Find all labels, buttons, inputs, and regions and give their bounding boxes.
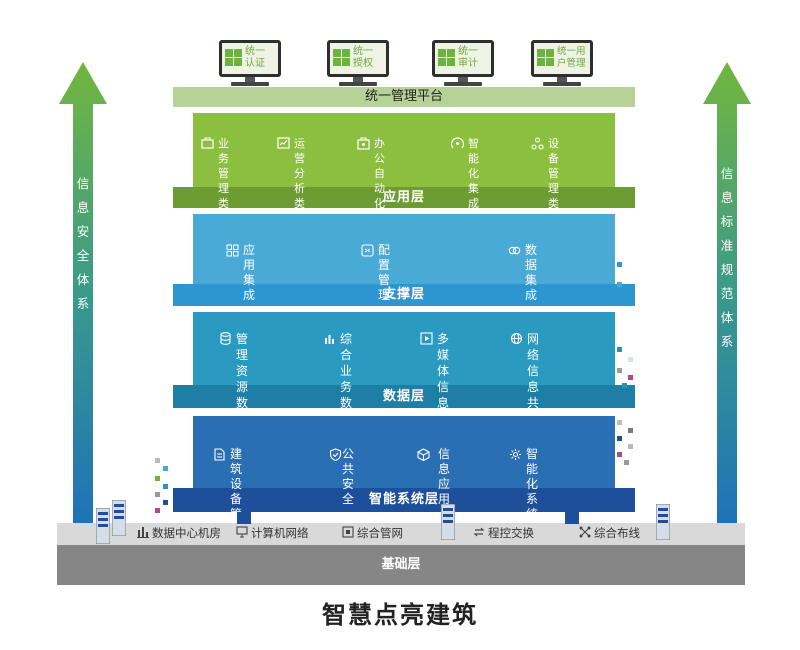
- database-icon: [220, 332, 231, 345]
- config-icon: [361, 244, 374, 257]
- server-icon: [96, 508, 110, 544]
- item-label: 综合布线: [594, 526, 640, 540]
- link-icon: [508, 246, 521, 255]
- apps-icon: [226, 244, 239, 257]
- cube-icon: [417, 448, 430, 461]
- item-label: 智能化系统: [526, 447, 539, 521]
- foundation-top-surface: [57, 523, 745, 545]
- connector-post: [565, 512, 579, 524]
- item-label: 应用集成: [243, 243, 256, 302]
- monitor-label: 统一 审计: [458, 46, 478, 69]
- device-icon: [531, 137, 544, 150]
- bar-chart-icon: [325, 335, 334, 344]
- smart-layer-block: [193, 416, 615, 488]
- server-icon: [656, 504, 670, 540]
- foundation-item-pipe-network: 综合管网: [342, 525, 403, 541]
- server-icon: [112, 500, 126, 536]
- item-label: 数据中心机房: [152, 526, 221, 540]
- monitor-label: 统一 认证: [245, 46, 265, 69]
- item-label: 公共安全: [342, 447, 355, 506]
- info-security-label: 信 息 安 全 体 系: [76, 176, 90, 311]
- foundation-item-network: 计算机网络: [236, 525, 309, 541]
- chart-icon: [277, 137, 290, 149]
- monitor-unified-auth: 统一 认证: [215, 40, 285, 88]
- document-icon: [214, 448, 225, 461]
- shield-icon: [329, 448, 342, 461]
- foundation-layer: 基础层: [57, 545, 745, 585]
- info-standard-label: 信 息 标 准 规 范 体 系: [720, 166, 734, 349]
- item-label: 信息应用: [438, 447, 451, 506]
- windows-icon: [537, 49, 554, 66]
- application-layer-bar: 应用层: [173, 187, 635, 208]
- data-layer-block: [193, 312, 615, 385]
- windows-icon: [438, 49, 455, 66]
- play-icon: [420, 332, 433, 345]
- unified-management-platform: 统一管理平台: [173, 87, 635, 107]
- up-arrow-icon: [703, 62, 751, 524]
- windows-icon: [333, 49, 350, 66]
- data-layer-bar: 数据层: [173, 385, 635, 408]
- item-label: 程控交换: [488, 526, 534, 540]
- support-layer-block: [193, 214, 615, 284]
- server-icon: [441, 504, 455, 540]
- monitor-label: 统一 授权: [353, 46, 373, 69]
- monitor-unified-user-management: 统一用 户管理: [527, 40, 597, 88]
- switch-icon: [473, 527, 485, 537]
- foundation-item-cabling: 综合布线: [579, 525, 640, 541]
- network-icon: [342, 526, 354, 538]
- smart-layer-bar: 智能系统层: [173, 488, 635, 512]
- cabling-icon: [579, 526, 591, 538]
- item-label: 综合管网: [357, 526, 403, 540]
- integration-icon: [451, 137, 464, 149]
- monitor-unified-authorization: 统一 授权: [323, 40, 393, 88]
- item-label: 配置管理: [378, 243, 391, 302]
- page-title: 智慧点亮建筑: [322, 601, 478, 629]
- monitor-label: 统一用 户管理: [557, 46, 586, 69]
- computer-icon: [236, 526, 248, 538]
- monitor-unified-audit: 统一 审计: [428, 40, 498, 88]
- item-label: 多媒体信息 数据库: [437, 332, 450, 458]
- item-label: 数据集成: [525, 243, 538, 302]
- office-icon: [357, 137, 370, 150]
- support-layer-bar: 支撑层: [173, 284, 635, 306]
- connector-post: [237, 512, 251, 524]
- info-standard-arrow: 信 息 标 准 规 范 体 系: [703, 62, 751, 524]
- windows-icon: [225, 49, 242, 66]
- briefcase-icon: [201, 137, 214, 149]
- building-icon: [137, 527, 149, 538]
- globe-icon: [510, 332, 523, 345]
- foundation-item-switching: 程控交换: [473, 525, 534, 541]
- up-arrow-icon: [59, 62, 107, 524]
- gear-icon: [510, 449, 521, 460]
- application-layer-block: [193, 113, 615, 187]
- item-label: 计算机网络: [251, 526, 309, 540]
- info-security-arrow: 信 息 安 全 体 系: [59, 62, 107, 524]
- foundation-item-datacenter: 数据中心机房: [137, 525, 221, 541]
